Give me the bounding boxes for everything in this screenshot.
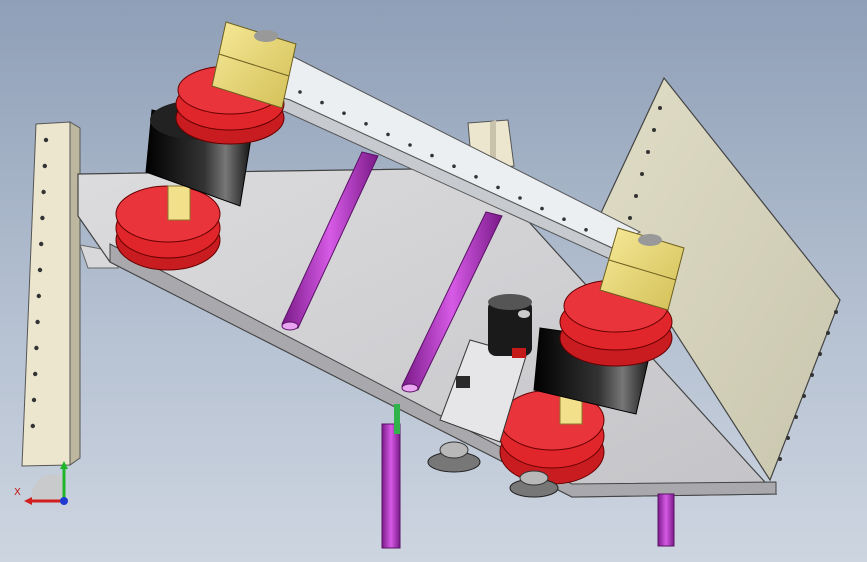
hole: [474, 175, 478, 179]
coordinate-triad: X: [14, 461, 68, 505]
hole: [33, 371, 38, 377]
gearbox-block-icon: [211, 21, 297, 109]
hole: [518, 196, 522, 200]
hole: [826, 331, 830, 335]
support-rod-2[interactable]: [401, 211, 503, 393]
motor-assembly-right[interactable]: [499, 227, 685, 485]
hole: [562, 217, 566, 221]
hole: [40, 215, 45, 221]
hole: [818, 352, 822, 356]
hole: [35, 319, 40, 325]
hole: [320, 100, 324, 105]
hole: [810, 373, 814, 377]
hole: [386, 132, 390, 137]
hole: [39, 241, 44, 247]
hole: [802, 394, 806, 398]
hole: [584, 228, 588, 232]
hole: [794, 415, 798, 419]
hole: [36, 293, 41, 299]
hole: [646, 150, 650, 154]
hole: [652, 128, 656, 132]
x-axis-label: X: [14, 487, 21, 498]
hole: [42, 163, 47, 169]
post-holes: [30, 137, 49, 429]
servo-unit-icon[interactable]: [427, 294, 559, 498]
hole: [41, 189, 46, 195]
base-plate-edge: [109, 243, 777, 498]
support-rod-1[interactable]: [281, 151, 379, 331]
hole: [342, 111, 346, 115]
hole: [496, 185, 500, 190]
beam-holes: [298, 90, 588, 232]
hole: [30, 423, 35, 429]
hole: [452, 164, 456, 168]
hole: [408, 143, 412, 147]
hole: [43, 137, 49, 143]
hole: [298, 90, 302, 94]
hole: [658, 106, 662, 110]
hole: [786, 436, 790, 440]
hole: [364, 122, 368, 126]
leg-1[interactable]: [381, 404, 401, 549]
hole: [34, 345, 39, 351]
hole: [430, 153, 434, 158]
hole: [834, 310, 838, 314]
motor-assembly-left[interactable]: [115, 21, 297, 271]
hole: [634, 194, 638, 198]
hole: [640, 172, 644, 176]
hole: [778, 457, 782, 461]
hole: [37, 267, 43, 273]
hole: [628, 216, 632, 220]
leg-2[interactable]: [657, 493, 675, 547]
gearbox-block-icon: [599, 227, 685, 311]
hole: [31, 397, 37, 403]
left-post[interactable]: [21, 121, 81, 467]
hole: [540, 206, 544, 211]
